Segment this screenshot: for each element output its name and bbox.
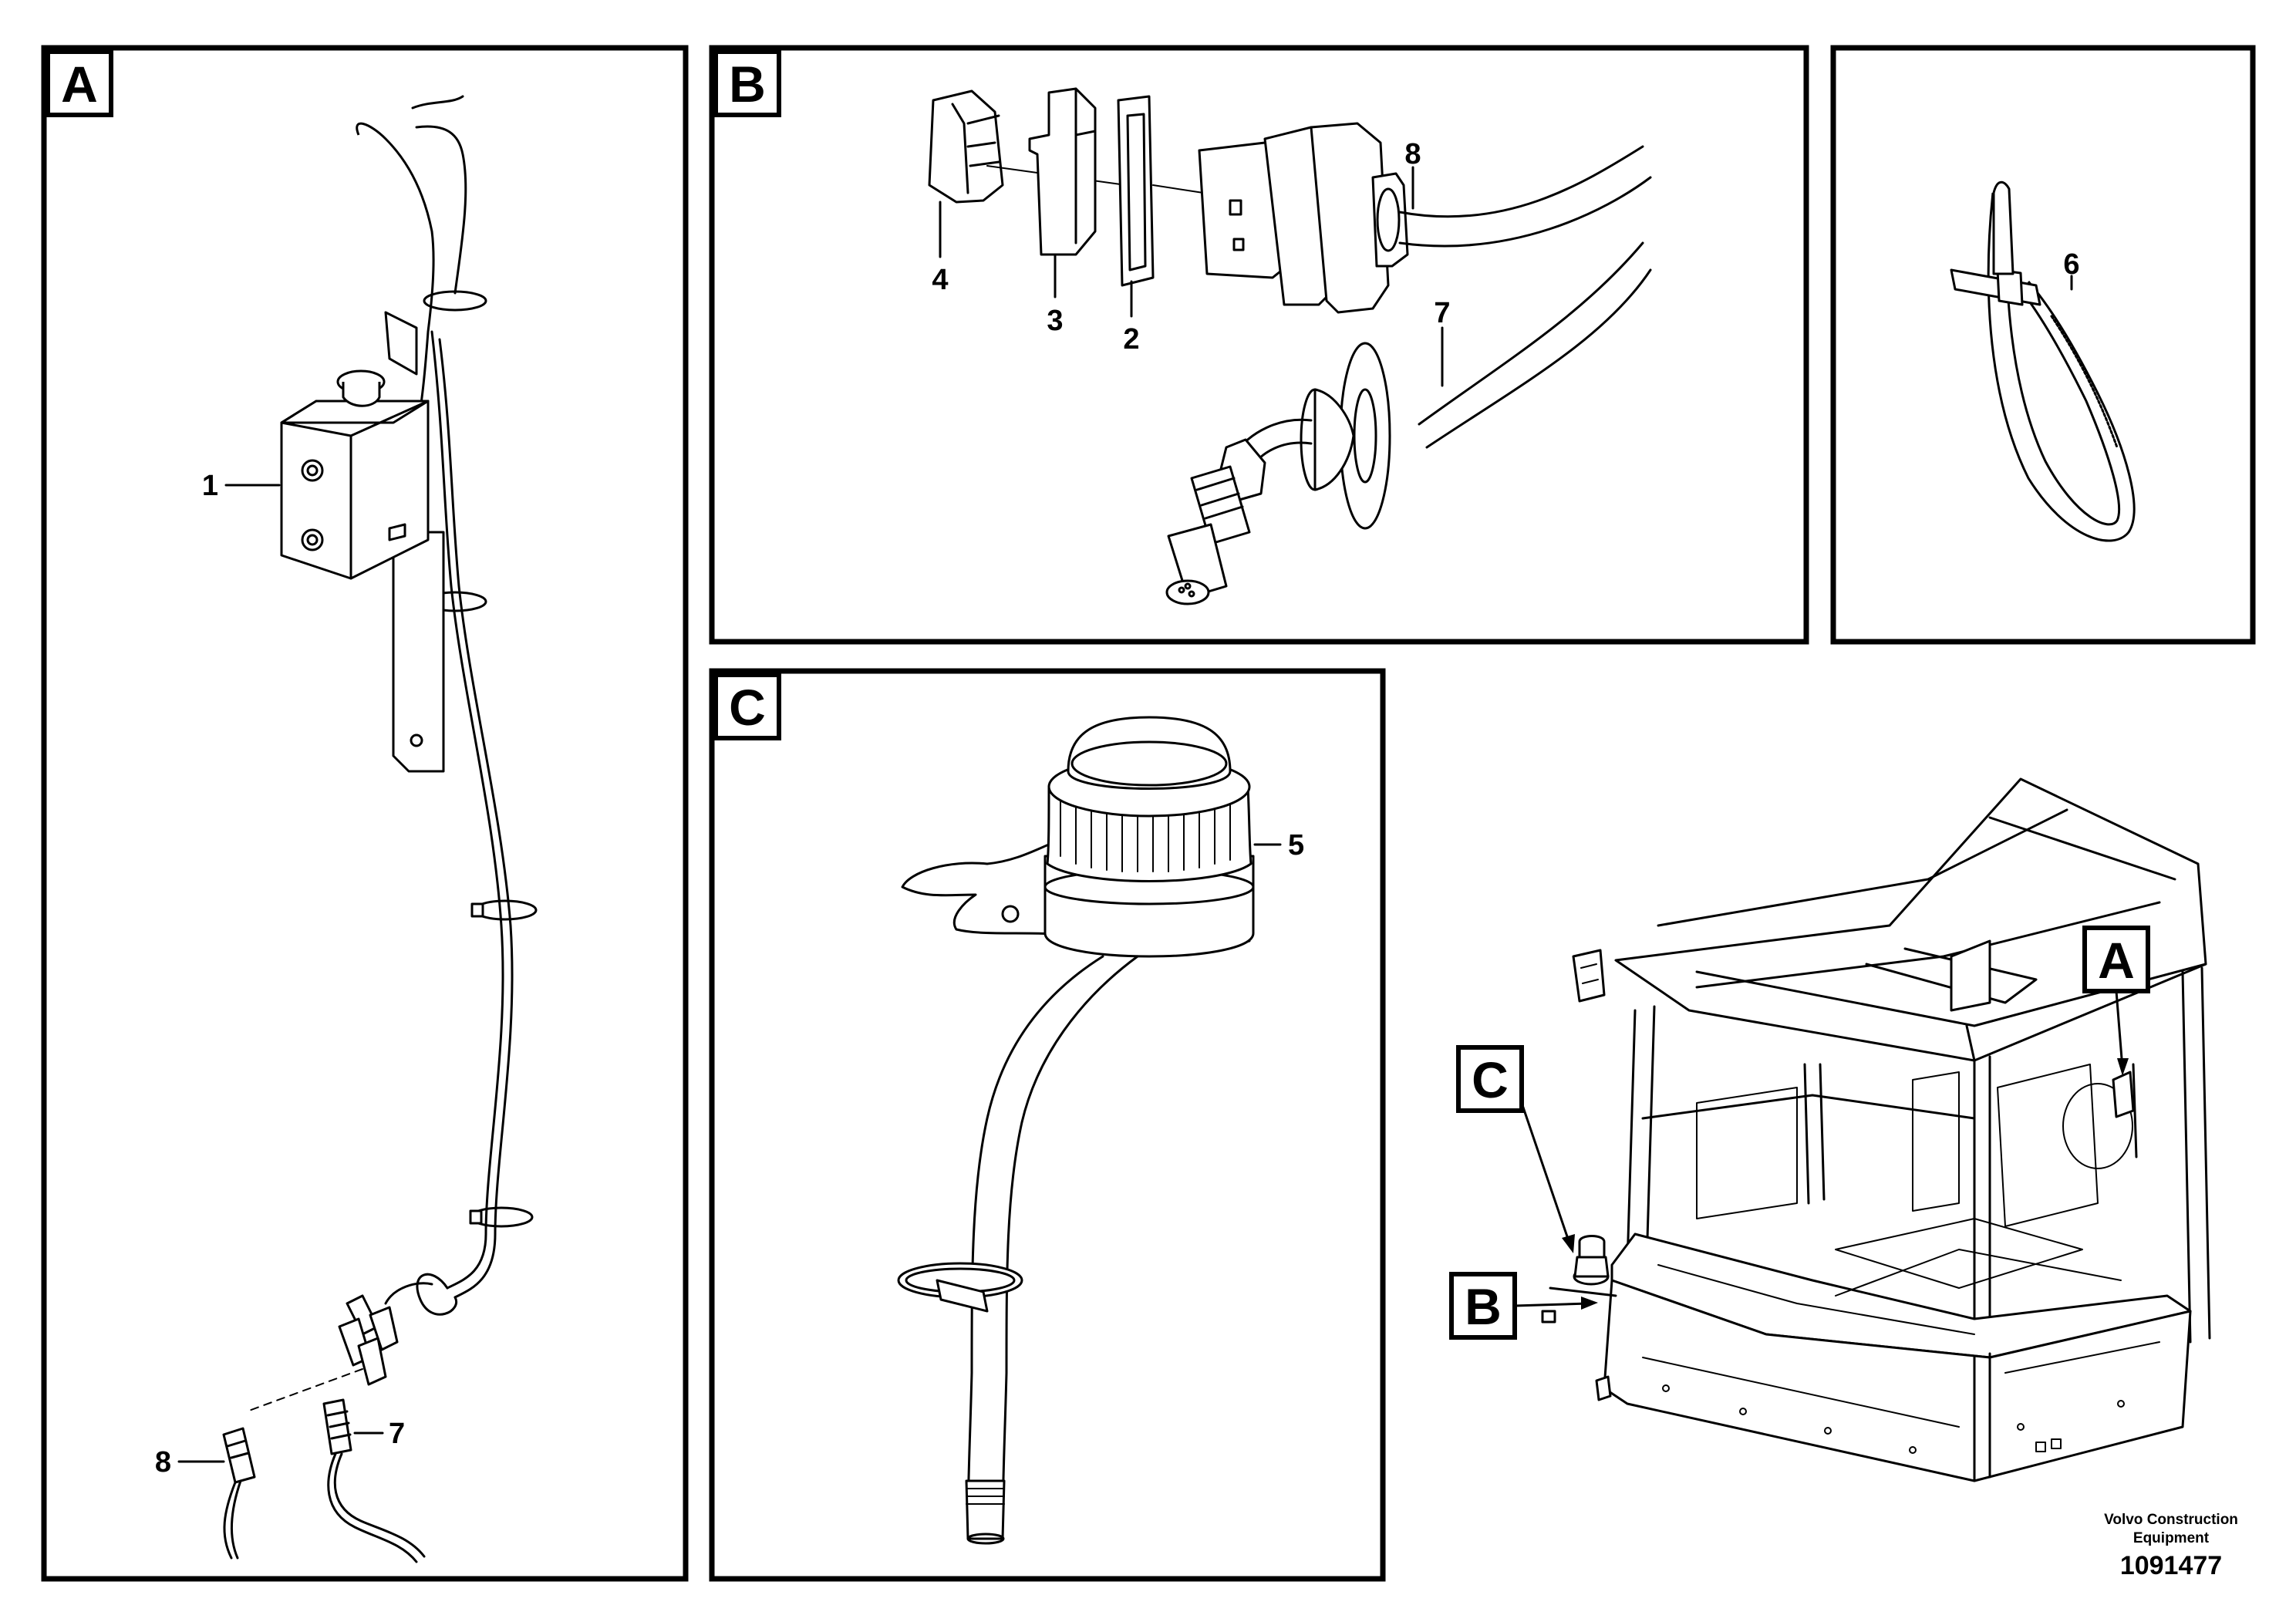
cable-tie-drawing [1950, 180, 2136, 542]
panel-c-tag-box [713, 673, 781, 740]
overview-tag-a-arrow [2115, 990, 2124, 1070]
company-line-1: Volvo Construction [2104, 1512, 2238, 1528]
overview-tag-b-arrow [1513, 1302, 1590, 1307]
overview-tag-a-arrowhead [2117, 1058, 2129, 1076]
callout-a-7: 7 [389, 1418, 405, 1450]
callout-c-5: 5 [1288, 829, 1304, 862]
cab-overview: A C B [1449, 777, 2211, 1482]
footer: Volvo Construction Equipment 1091477 [2104, 1512, 2238, 1580]
panel-b-frame [709, 45, 1809, 645]
callout-b-7: 7 [1434, 297, 1450, 329]
overview-tag-c-arrow [1520, 1101, 1571, 1245]
overview-tag-c: C [1472, 1051, 1509, 1108]
panel-b-connector-drawing [928, 87, 1652, 605]
panel-c: C 5 [709, 668, 1386, 1582]
callout-b-4: 4 [932, 264, 948, 296]
overview-tag-a: A [2098, 932, 2135, 989]
company-line-2: Equipment [2133, 1530, 2210, 1546]
panel-a-harness-drawing [222, 95, 538, 1563]
panel-b-tag: B [729, 56, 766, 113]
panel-cable-tie: 6 [1830, 45, 2256, 645]
callout-b-8: 8 [1404, 138, 1421, 170]
callout-d-6: 6 [2063, 248, 2079, 281]
panel-b: B [709, 45, 1809, 645]
callout-a-1: 1 [202, 470, 218, 502]
callout-b-3: 3 [1047, 305, 1063, 337]
panel-a: A [41, 45, 689, 1582]
cab-overview-drawing [1541, 777, 2211, 1482]
panel-c-tag: C [729, 679, 766, 736]
overview-tag-c-arrowhead [1562, 1234, 1575, 1253]
overview-tag-c-box [1456, 1045, 1524, 1113]
callout-a-8: 8 [155, 1446, 171, 1479]
panel-b-tag-box [713, 49, 781, 117]
panel-a-tag: A [61, 56, 98, 113]
overview-tag-b: B [1465, 1278, 1502, 1335]
beacon-drawing [897, 716, 1255, 1545]
part-number: 1091477 [2120, 1551, 2222, 1580]
overview-tag-b-arrowhead [1581, 1297, 1598, 1310]
panel-c-frame [709, 668, 1386, 1582]
callout-b-2: 2 [1123, 323, 1139, 356]
panel-a-tag-box [46, 49, 113, 117]
